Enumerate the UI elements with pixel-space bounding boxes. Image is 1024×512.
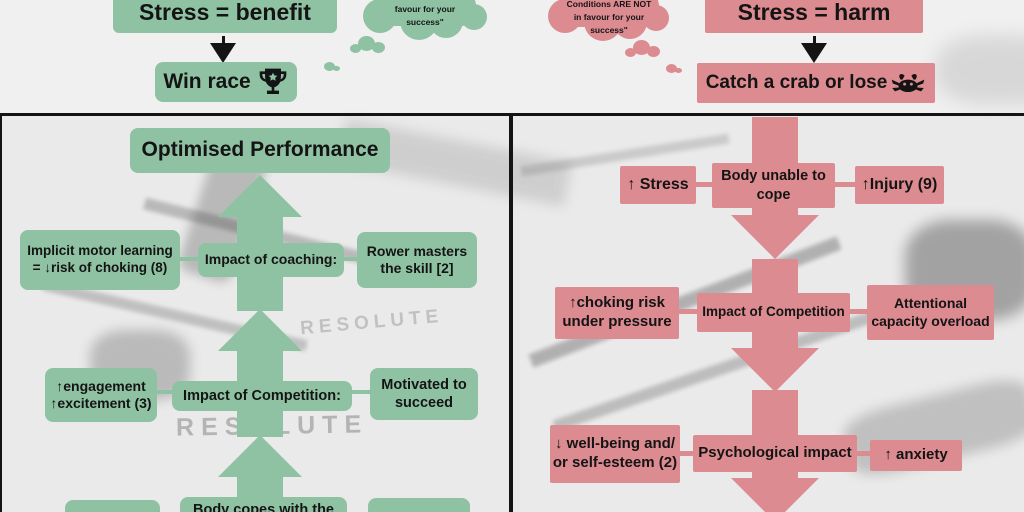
flow-arrow-down-head bbox=[731, 478, 819, 512]
connector-line bbox=[352, 390, 370, 394]
thought-puff bbox=[358, 36, 375, 51]
connector-line bbox=[679, 309, 697, 314]
panel-divider bbox=[509, 113, 513, 512]
right-row2-right-box: Attentional capacity overload bbox=[867, 285, 994, 340]
benefit-title-box: Stress = benefit bbox=[113, 0, 337, 33]
left-row1-right-box: Rower masters the skill [2] bbox=[357, 232, 477, 288]
right-row3-center-box: Psychological impact bbox=[693, 435, 857, 472]
flow-arrow-up-head bbox=[218, 435, 302, 477]
left-row1-left-box: Implicit motor learning = ↓risk of choki… bbox=[20, 230, 180, 290]
right-row2-left-box: ↑choking risk under pressure bbox=[555, 287, 679, 339]
arrow-stem bbox=[222, 36, 225, 46]
arrow-head bbox=[210, 43, 236, 63]
flow-arrow-up-head bbox=[218, 309, 302, 351]
left-row3-right-box bbox=[368, 498, 470, 512]
connector-line bbox=[850, 309, 867, 314]
catch-crab-label: Catch a crab or lose bbox=[705, 72, 888, 94]
connector-line bbox=[680, 451, 693, 456]
right-row2-center-box: Impact of Competition bbox=[697, 293, 850, 332]
thought-puff bbox=[666, 64, 677, 73]
down-arrow-icon bbox=[801, 36, 829, 63]
flow-arrow-up-head bbox=[218, 175, 302, 217]
optimised-performance-box: Optimised Performance bbox=[130, 128, 390, 173]
left-row3-left-box bbox=[65, 500, 160, 512]
down-arrow-icon bbox=[210, 36, 238, 63]
left-row3-center-box: Body copes with the bbox=[180, 497, 347, 512]
pink-thought-bubble: Conditions ARE NOT in favour for your su… bbox=[543, 0, 675, 44]
crab-icon bbox=[892, 73, 925, 92]
green-thought-bubble: favour for your success" bbox=[356, 0, 494, 42]
thought-puff bbox=[324, 62, 335, 71]
trophy-icon bbox=[259, 68, 287, 94]
flow-arrow-down-head bbox=[731, 348, 819, 392]
connector-line bbox=[857, 451, 870, 456]
connector-line bbox=[696, 182, 712, 187]
left-row2-right-box: Motivated to succeed bbox=[370, 368, 478, 420]
right-row3-right-box: ↑ anxiety bbox=[870, 440, 962, 471]
left-row2-left-box: ↑engagement ↑excitement (3) bbox=[45, 368, 157, 422]
green-thought-text: favour for your success" bbox=[394, 4, 456, 28]
win-race-box: Win race bbox=[155, 62, 297, 102]
right-row1-center-box: Body unable to cope bbox=[712, 163, 835, 208]
thought-puff bbox=[633, 40, 650, 55]
right-row3-left-box: ↓ well-being and/ or self-esteem (2) bbox=[550, 425, 680, 483]
connector-line bbox=[835, 182, 855, 187]
left-row1-center-box: Impact of coaching: bbox=[198, 243, 344, 277]
pink-thought-text: Conditions ARE NOT in favour for your su… bbox=[566, 0, 652, 36]
flow-arrow-down-head bbox=[731, 215, 819, 259]
arrow-head bbox=[801, 43, 827, 63]
right-row1-right-box: ↑Injury (9) bbox=[855, 166, 944, 204]
connector-line bbox=[157, 390, 172, 394]
panel-left-border bbox=[0, 113, 2, 512]
photo-streak bbox=[935, 35, 1024, 105]
left-row2-center-box: Impact of Competition: bbox=[172, 381, 352, 411]
arrow-stem bbox=[813, 36, 816, 46]
right-row1-left-box: ↑ Stress bbox=[620, 166, 696, 204]
connector-line bbox=[180, 257, 198, 261]
harm-title-box: Stress = harm bbox=[705, 0, 923, 33]
connector-line bbox=[344, 257, 357, 261]
win-race-label: Win race bbox=[163, 69, 251, 93]
catch-crab-box: Catch a crab or lose bbox=[697, 63, 935, 103]
